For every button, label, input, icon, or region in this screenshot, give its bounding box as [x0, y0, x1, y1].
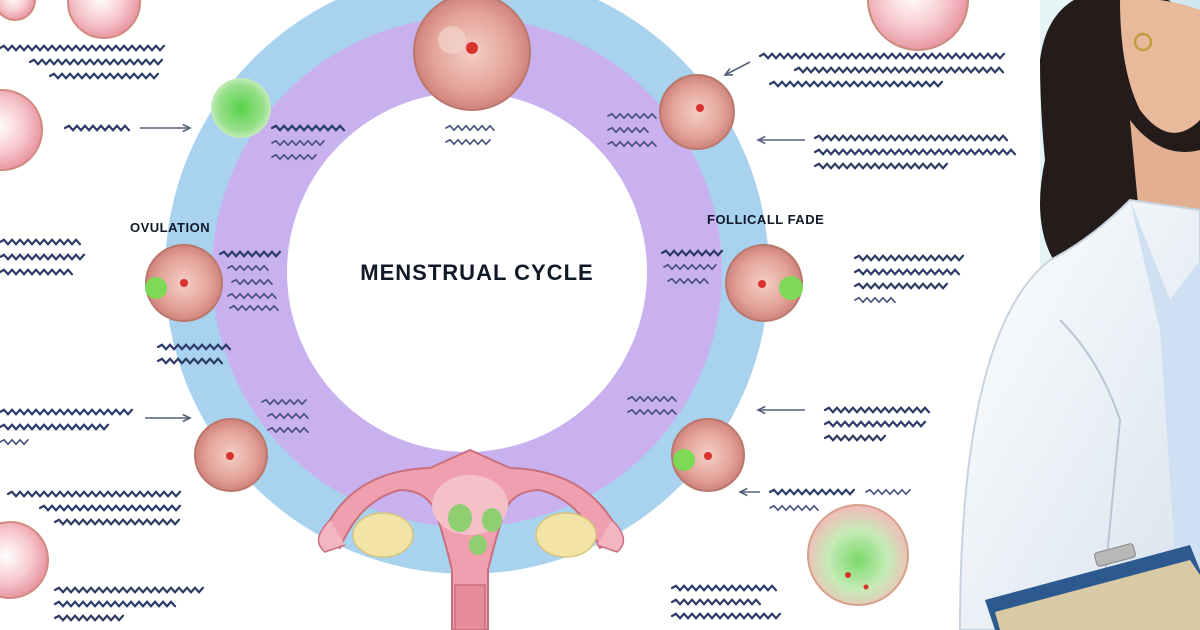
- scribble-line: [813, 148, 1017, 156]
- uterus-illustration: [317, 448, 625, 630]
- scribble-line: [823, 420, 927, 428]
- leader-arrows: [140, 61, 805, 497]
- scribble-line: [670, 584, 778, 592]
- scribble-line: [0, 408, 134, 416]
- doctor-illustration: [958, 0, 1200, 630]
- scribble-line: [823, 406, 931, 414]
- scribble-line: [445, 138, 491, 146]
- scribble-line: [231, 278, 273, 286]
- scribble-line: [854, 296, 896, 304]
- scribble-line: [218, 250, 282, 258]
- scribble-line: [607, 140, 657, 148]
- scribble-line: [6, 490, 182, 498]
- scribble-line: [607, 126, 649, 134]
- top-right-cell: [867, 0, 969, 51]
- cell-top: [413, 0, 531, 111]
- scribble-line: [53, 518, 181, 526]
- cell-right: [725, 244, 803, 322]
- scribble-line: [267, 426, 309, 434]
- scribble-line: [627, 395, 677, 403]
- leader-arrowhead: [182, 123, 192, 133]
- scribble-line: [267, 412, 309, 420]
- scribble-line: [227, 292, 277, 300]
- scribble-line: [0, 253, 86, 261]
- leader-arrowhead: [182, 413, 192, 423]
- scribble-line: [663, 263, 717, 271]
- scribble-line: [627, 408, 677, 416]
- scribble-line: [823, 434, 887, 442]
- cell-upper-right: [659, 74, 735, 150]
- illegible-annotations: [0, 44, 1017, 622]
- scribble-line: [758, 52, 1006, 60]
- scribble-line: [38, 504, 182, 512]
- scribble-line: [0, 238, 82, 246]
- scribble-line: [227, 264, 269, 272]
- scribble-line: [667, 277, 709, 285]
- leader-arrow: [724, 61, 751, 76]
- bottom-right-cell-dot: [845, 572, 851, 578]
- cell-left: [145, 244, 223, 322]
- scribble-line: [48, 72, 160, 80]
- scribble-line: [53, 614, 125, 622]
- scribble-line: [28, 58, 164, 66]
- scribble-line: [53, 600, 177, 608]
- scribble-line: [53, 586, 205, 594]
- scribble-line: [670, 612, 782, 620]
- scribble-line: [768, 80, 944, 88]
- scribble-line: [660, 249, 724, 257]
- top-left-cell: [67, 0, 141, 39]
- top-left-small-cell: [0, 0, 36, 21]
- scribble-line: [853, 282, 949, 290]
- scribble-line: [853, 268, 961, 276]
- clipboard: [985, 543, 1200, 630]
- scribble-line: [793, 66, 1005, 74]
- follicular-phase-label: FOLLICALL FADE: [707, 212, 824, 227]
- scribble-line: [261, 398, 307, 406]
- scribble-line: [445, 124, 495, 132]
- scribble-line: [156, 343, 232, 351]
- leader-arrowhead: [738, 487, 748, 497]
- scribble-line: [0, 438, 29, 446]
- scribble-line: [769, 504, 819, 512]
- scribble-line: [0, 44, 166, 52]
- ovulation-label: OVULATION: [130, 220, 210, 235]
- left-cell-upper: [0, 89, 43, 171]
- center-disc: [287, 92, 647, 452]
- cell-upper-left: [211, 78, 271, 138]
- diagram-title: MENSTRUAL CYCLE: [360, 260, 593, 285]
- scribble-line: [63, 124, 131, 132]
- scribble-line: [270, 124, 346, 132]
- bottom-right-cell: [807, 504, 909, 606]
- left-cell-lower: [0, 521, 49, 599]
- cell-lower-left: [194, 418, 268, 492]
- scribble-line: [0, 268, 74, 276]
- scribble-line: [156, 357, 224, 365]
- scribble-line: [768, 488, 856, 496]
- scribble-line: [0, 423, 110, 431]
- scribble-line: [670, 598, 762, 606]
- scribble-line: [853, 254, 965, 262]
- leader-arrowhead: [756, 135, 766, 145]
- cell-lower-right: [671, 418, 745, 492]
- scribble-line: [865, 488, 911, 496]
- bottom-right-cell-dot-2: [863, 584, 869, 590]
- leader-arrowhead: [723, 68, 734, 76]
- scribble-line: [813, 162, 949, 170]
- scribble-line: [271, 139, 325, 147]
- scribble-line: [607, 112, 657, 120]
- scribble-line: [813, 134, 1009, 142]
- scribble-line: [271, 153, 317, 161]
- scribble-line: [229, 304, 279, 312]
- leader-arrowhead: [756, 405, 766, 415]
